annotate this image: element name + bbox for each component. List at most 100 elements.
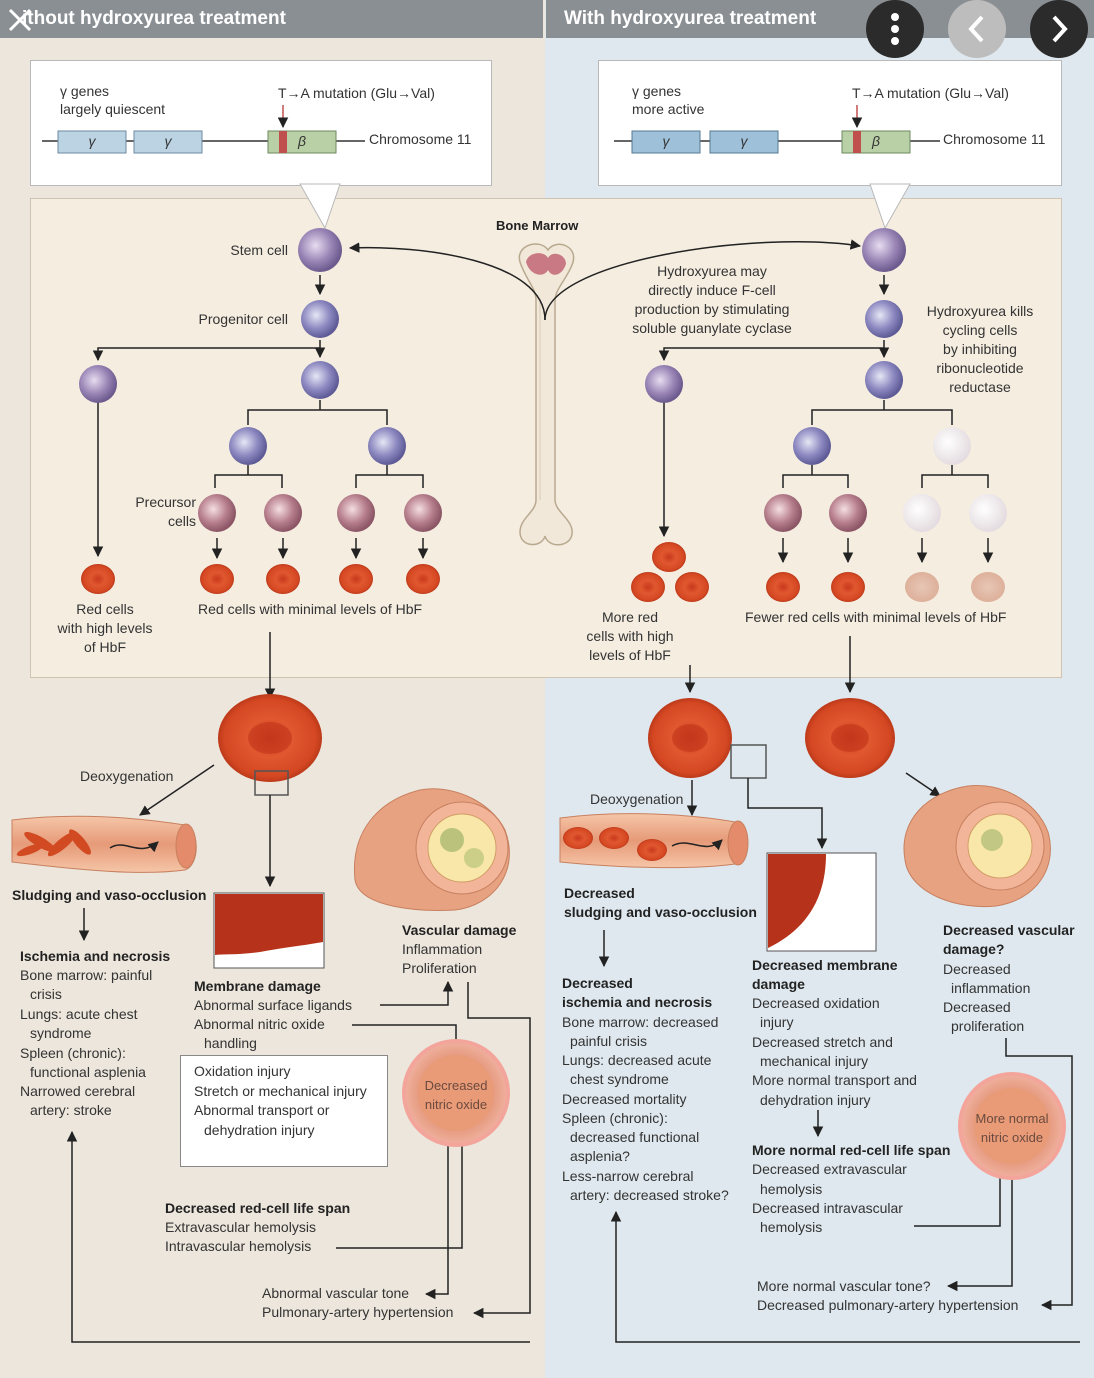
right-cells bbox=[631, 228, 1007, 602]
right-gamma-gene-2: γ bbox=[740, 133, 748, 149]
red-high-hbf-3: of HbF bbox=[83, 639, 126, 655]
left-ischemia-line-7: Narrowed cerebral bbox=[20, 1083, 136, 1099]
large-red-cells bbox=[218, 694, 895, 796]
right-membrane-line-4: mechanical injury bbox=[760, 1053, 869, 1069]
left-ischemia-line-3: Lungs: acute chest bbox=[20, 1006, 138, 1022]
left-gene-box bbox=[30, 60, 492, 186]
bone-marrow-arrows bbox=[348, 239, 862, 321]
left-ischemia-line-5: Spleen (chronic): bbox=[20, 1045, 126, 1061]
left-mutation-label: T→A mutation (Glu→Val) bbox=[278, 85, 435, 101]
left-gamma-gene-2: γ bbox=[164, 133, 172, 149]
left-chromosome-label: Chromosome 11 bbox=[369, 131, 472, 147]
precursor-label-1: Precursor bbox=[135, 494, 196, 510]
right-membrane-line-1: Decreased oxidation bbox=[752, 995, 880, 1011]
right-deoxygenation-label: Deoxygenation bbox=[590, 791, 684, 807]
right-ischemia-line-8: asplenia? bbox=[570, 1148, 630, 1164]
right-no-line-2: nitric oxide bbox=[980, 1130, 1044, 1145]
right-ischemia-line-3: Lungs: decreased acute bbox=[562, 1052, 712, 1068]
left-box-line-1: Oxidation injury bbox=[194, 1063, 291, 1079]
right-lifespan-line-1: Decreased extravascular bbox=[752, 1161, 907, 1177]
more-vertical-icon bbox=[891, 13, 899, 45]
right-vascular-line-4: proliferation bbox=[951, 1018, 1025, 1034]
right-ischemia-line-4: chest syndrome bbox=[570, 1071, 669, 1087]
right-tone-2: Decreased pulmonary-artery hypertension bbox=[757, 1297, 1019, 1313]
precursor-label-2: cells bbox=[167, 513, 196, 529]
left-cells bbox=[79, 228, 442, 594]
previous-button[interactable] bbox=[948, 0, 1006, 58]
hu-induce-2: directly induce F-cell bbox=[648, 282, 776, 298]
left-tone-2: Pulmonary-artery hypertension bbox=[262, 1304, 454, 1320]
left-ischemia-line-2: crisis bbox=[30, 986, 62, 1002]
right-ischemia-line-5: Decreased mortality bbox=[562, 1091, 687, 1107]
red-high-hbf-2: with high levels bbox=[57, 620, 153, 636]
right-lifespan-line-2: hemolysis bbox=[760, 1181, 823, 1197]
left-cell-lineage bbox=[92, 275, 429, 700]
right-membrane-title-1: Decreased membrane bbox=[752, 957, 898, 973]
right-pathway-arrows bbox=[598, 772, 1080, 1343]
right-ischemia-line-7: decreased functional bbox=[570, 1129, 700, 1145]
right-ischemia-title-2: ischemia and necrosis bbox=[562, 994, 713, 1010]
hu-induce-4: soluble guanylate cyclase bbox=[632, 320, 792, 336]
red-minimal-hbf-label: Red cells with minimal levels of HbF bbox=[198, 601, 423, 617]
next-button[interactable] bbox=[1030, 0, 1088, 58]
left-ischemia-title: Ischemia and necrosis bbox=[20, 948, 171, 964]
left-deoxygenation-label: Deoxygenation bbox=[80, 768, 174, 784]
left-membrane-line-3: handling bbox=[204, 1035, 257, 1051]
left-injury-box bbox=[180, 1055, 388, 1167]
left-membrane-line-2: Abnormal nitric oxide bbox=[194, 1016, 325, 1032]
right-gene-caption-1: γ genes bbox=[632, 83, 682, 99]
more-red-3: levels of HbF bbox=[589, 647, 671, 663]
left-ischemia-line-8: artery: stroke bbox=[30, 1102, 112, 1118]
right-chromosome bbox=[614, 105, 940, 154]
right-sludging-1: Decreased bbox=[564, 885, 635, 901]
right-gene-caption-2: more active bbox=[632, 101, 705, 117]
hu-kills-1: Hydroxyurea kills bbox=[926, 303, 1034, 319]
left-no-line-1: Decreased bbox=[424, 1078, 488, 1093]
left-membrane-line-1: Abnormal surface ligands bbox=[194, 997, 352, 1013]
left-vascular-line-1: Inflammation bbox=[402, 941, 483, 957]
left-chromosome bbox=[42, 105, 365, 154]
close-button[interactable] bbox=[2, 2, 38, 38]
left-occluded-vessel bbox=[11, 815, 197, 873]
left-vascular-line-2: Proliferation bbox=[402, 960, 477, 976]
right-chromosome-label: Chromosome 11 bbox=[943, 131, 1046, 147]
left-box-line-2: Stretch or mechanical injury bbox=[194, 1083, 367, 1099]
hu-kills-2: cycling cells bbox=[942, 322, 1018, 338]
bone-marrow-label: Bone Marrow bbox=[496, 218, 579, 233]
hu-induce-3: production by stimulating bbox=[634, 301, 790, 317]
left-lifespan-title: Decreased red-cell life span bbox=[165, 1200, 351, 1216]
more-options-button[interactable] bbox=[866, 0, 924, 58]
left-nitric-oxide-circle bbox=[402, 1039, 510, 1147]
close-icon bbox=[8, 8, 32, 32]
right-lifespan-line-3: Decreased intravascular bbox=[752, 1200, 903, 1216]
hu-kills-4: ribonucleotide bbox=[936, 360, 1024, 376]
right-beta-gene: β bbox=[872, 133, 880, 149]
right-ischemia-line-10: artery: decreased stroke? bbox=[570, 1187, 729, 1203]
right-membrane-line-5: More normal transport and bbox=[752, 1072, 917, 1088]
right-tone-1: More normal vascular tone? bbox=[757, 1278, 931, 1294]
right-ischemia-line-1: Bone marrow: decreased bbox=[562, 1014, 719, 1030]
right-vascular-title-2: damage? bbox=[943, 941, 1005, 957]
right-membrane-line-6: dehydration injury bbox=[760, 1092, 871, 1108]
left-box-line-3: Abnormal transport or bbox=[194, 1102, 330, 1118]
left-sludging-label: Sludging and vaso-occlusion bbox=[12, 887, 207, 903]
left-panel-title: ithout hydroxyurea treatment bbox=[0, 0, 543, 38]
left-no-line-2: nitric oxide bbox=[424, 1097, 488, 1112]
left-ischemia-line-1: Bone marrow: painful bbox=[20, 967, 153, 983]
hu-kills-3: by inhibiting bbox=[943, 341, 1017, 357]
right-sludging-2: sludging and vaso-occlusion bbox=[564, 904, 757, 920]
bone-illustration bbox=[518, 243, 575, 546]
right-nitric-oxide-circle bbox=[958, 1072, 1066, 1180]
right-vascular-title-1: Decreased vascular bbox=[943, 922, 1075, 938]
fewer-red-label: Fewer red cells with minimal levels of H… bbox=[745, 609, 1007, 625]
hu-induce-1: Hydroxyurea may bbox=[657, 263, 767, 279]
right-gamma-gene-1: γ bbox=[662, 133, 670, 149]
right-membrane-line-2: injury bbox=[760, 1014, 794, 1030]
chevron-right-icon bbox=[1052, 15, 1068, 43]
left-ischemia-line-4: syndrome bbox=[30, 1025, 92, 1041]
more-red-2: cells with high bbox=[586, 628, 674, 644]
right-vascular-line-3: Decreased bbox=[943, 999, 1011, 1015]
more-red-1: More red bbox=[601, 609, 659, 625]
stem-cell-label: Stem cell bbox=[230, 242, 288, 258]
